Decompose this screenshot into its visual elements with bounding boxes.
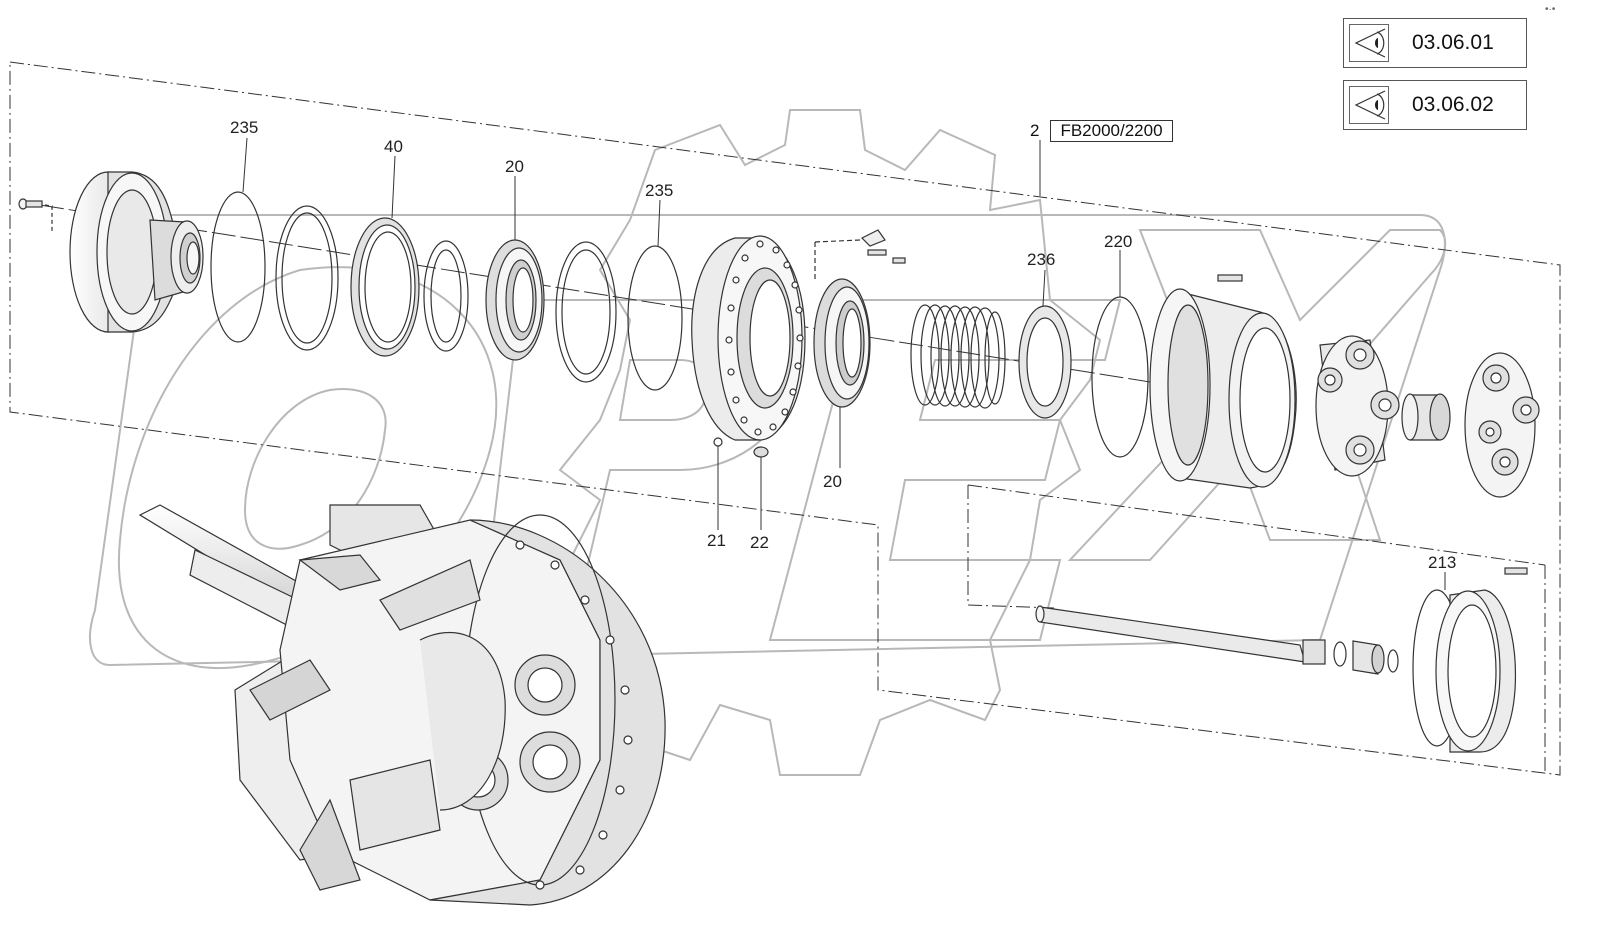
- callout-22: 22: [750, 533, 769, 552]
- corner-dots-icon: •·•: [1545, 4, 1556, 15]
- callout-40: 40: [384, 137, 403, 156]
- bearing-20-right: [813, 278, 871, 408]
- seal-40-part: [350, 217, 420, 357]
- retaining-ring-part: [555, 241, 617, 383]
- snap-ring-part: [275, 205, 339, 351]
- ring-gear-housing: [1149, 274, 1297, 489]
- eye-view-icon: [1349, 24, 1389, 62]
- planet-carrier-part: [1315, 335, 1400, 477]
- planet-carrier-part-2: [1464, 352, 1540, 498]
- callout-235-right: 235: [645, 181, 673, 200]
- gearbox-cutaway-view: [138, 504, 666, 906]
- eye-view-icon: [1349, 86, 1389, 124]
- end-cover-213: [1412, 567, 1528, 753]
- callout-20-left: 20: [505, 157, 524, 176]
- thrust-ring-236: [1018, 305, 1072, 419]
- nav-button-label: 03.06.01: [1412, 31, 1494, 54]
- pin-21: [713, 437, 723, 447]
- drive-shaft-part: [1035, 605, 1399, 675]
- nav-button-label: 03.06.02: [1412, 93, 1494, 116]
- nav-button-view-1[interactable]: 03.06.01: [1343, 18, 1527, 68]
- callout-213: 213: [1428, 553, 1456, 572]
- nav-button-view-2[interactable]: 03.06.02: [1343, 80, 1527, 130]
- hub-flange-part: [69, 171, 204, 333]
- callout-220: 220: [1104, 232, 1132, 251]
- assembly-number: 2: [1030, 121, 1040, 140]
- sun-gear-part: [1401, 393, 1451, 441]
- watermark-gear: [558, 109, 1102, 776]
- spring-part: [910, 304, 1006, 409]
- callout-20-right: 20: [823, 472, 842, 491]
- callout-236: 236: [1027, 250, 1055, 269]
- leader-lines: [242, 137, 1446, 590]
- watermark-letter-x: [1067, 229, 1447, 561]
- assembly-boundary: [9, 61, 1561, 776]
- callout-235-left: 235: [230, 118, 258, 137]
- assembly-model-tag: FB2000/2200: [1050, 120, 1173, 142]
- centerline: [39, 204, 1151, 383]
- watermark-letter-o: [117, 266, 498, 670]
- o-ring-235-left: [210, 191, 266, 343]
- callout-labels: 235 40 20 235 236 220 20 21 22 213: [230, 118, 1456, 572]
- watermark-letter-e: [768, 299, 1122, 641]
- bolt-part: [18, 198, 53, 232]
- parts-row: [18, 137, 1540, 753]
- plug-22: [753, 446, 769, 458]
- bracket-part: [814, 229, 906, 280]
- spacer-ring-part: [423, 240, 469, 352]
- bearing-20-left: [485, 239, 545, 361]
- o-ring-235-right: [627, 245, 683, 391]
- callout-21: 21: [707, 531, 726, 550]
- housing-flange-part: [691, 235, 806, 441]
